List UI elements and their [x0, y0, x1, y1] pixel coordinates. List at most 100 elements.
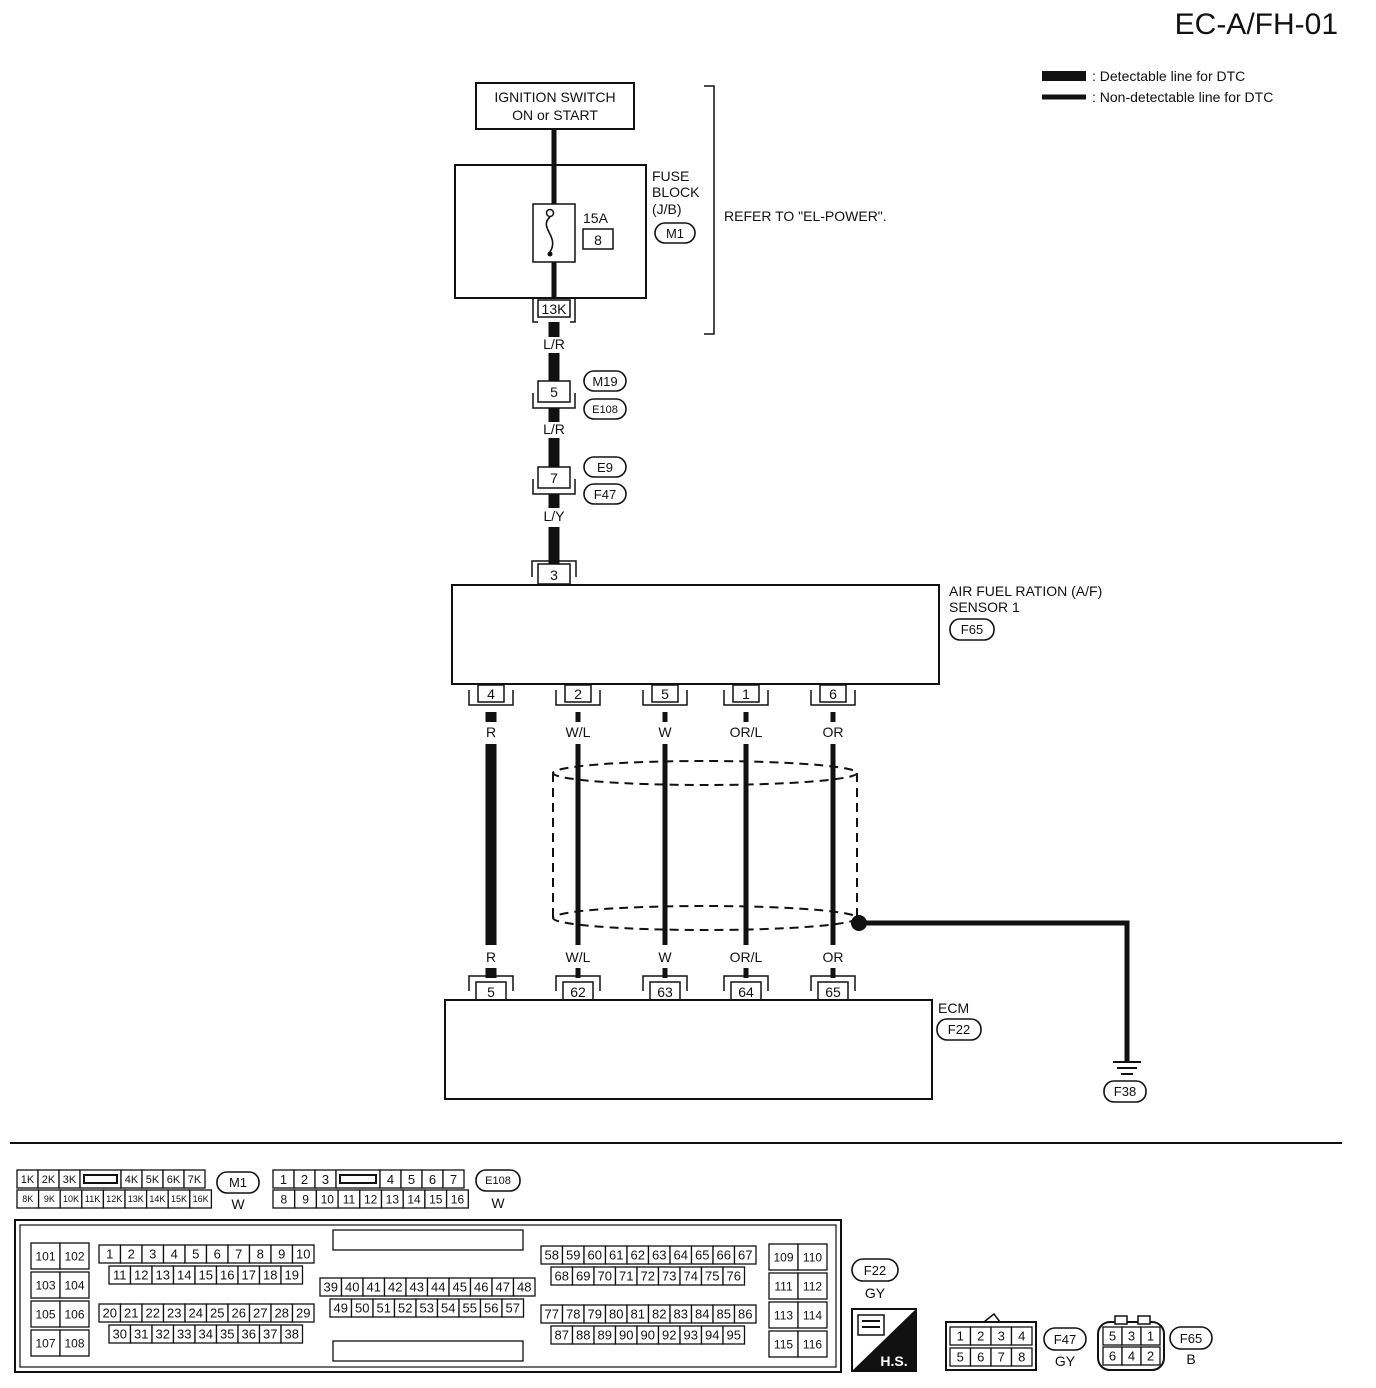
f22-pin: 93 [684, 1328, 698, 1343]
m1-pin: 6K [167, 1174, 181, 1186]
m1-pin: 1K [21, 1174, 35, 1186]
connector-m1-id: M1 W [216, 1171, 260, 1212]
f22-pin: 110 [803, 1250, 822, 1264]
f22-pin: 10 [296, 1247, 310, 1262]
m1-latch [83, 1174, 118, 1184]
svg-text:F47: F47 [1054, 1332, 1076, 1347]
shield-ground: F38 [851, 915, 1147, 1103]
wire-color-bottom: R [486, 949, 496, 965]
f22-pin: 66 [717, 1248, 731, 1263]
f47-cell [1010, 1347, 1033, 1367]
m1-pin: 9K [44, 1194, 55, 1204]
f22-pin: 68 [555, 1269, 569, 1284]
f22-pin: 107 [35, 1336, 55, 1350]
fuse-block-connector: M1 [666, 226, 684, 241]
e108-cell [442, 1169, 465, 1189]
connector-f47-color: GY [1055, 1353, 1076, 1369]
e108-pin: 15 [429, 1192, 443, 1206]
joint2-conn-b: F47 [594, 487, 616, 502]
f22-pin: 20 [103, 1306, 117, 1321]
sensor-pin-5 [651, 684, 679, 703]
sensor-top-pin: 3 [531, 560, 577, 585]
f22-pin: 33 [177, 1327, 191, 1342]
wire-color-top: OR/L [730, 724, 763, 740]
f22-pin: 113 [774, 1308, 793, 1322]
f22-pin: 9 [278, 1247, 285, 1262]
sensor-line2: SENSOR 1 [949, 599, 1020, 615]
sensor-pin-label: 6 [829, 686, 837, 702]
f22-pin: 81 [631, 1307, 645, 1322]
m1-pin: 13K [128, 1194, 144, 1204]
e108-pin: 3 [322, 1172, 329, 1187]
f22-cell [30, 1329, 61, 1357]
f22-pin: 102 [64, 1249, 84, 1263]
f22-pin: 69 [576, 1269, 590, 1284]
f22-pin: 38 [285, 1327, 299, 1342]
f65-cell [1140, 1346, 1161, 1366]
fuse-block: 15A 8 FUSE BLOCK (J/B) M1 [454, 164, 700, 299]
f22-pin: 26 [232, 1306, 246, 1321]
f22-pin: 70 [598, 1269, 612, 1284]
fuse-block-label3: (J/B) [652, 201, 682, 217]
wire-color-top: R [486, 724, 496, 740]
f22-pin: 109 [773, 1250, 793, 1264]
f22-cell [768, 1330, 799, 1358]
sensor-pin-1 [732, 684, 760, 703]
f47-pin: 2 [977, 1329, 984, 1344]
f22-pin: 54 [441, 1301, 455, 1316]
page-id: EC-A/FH-01 [1175, 8, 1338, 41]
ignition-line2: ON or START [512, 107, 598, 123]
f22-pin: 39 [324, 1280, 338, 1295]
e108-pin: 2 [301, 1172, 308, 1187]
e108-pin: 6 [429, 1172, 436, 1187]
f22-pin: 60 [588, 1248, 602, 1263]
f22-pin: 114 [803, 1308, 822, 1322]
fuse-element [545, 216, 554, 253]
f22-pin: 31 [134, 1327, 148, 1342]
f22-pin: 49 [334, 1301, 348, 1316]
f22-cell [59, 1329, 90, 1357]
connector-f47-id: F47 GY [1043, 1327, 1087, 1369]
f22-pin: 85 [717, 1307, 731, 1322]
e108-pin: 1 [280, 1172, 287, 1187]
f22-pin: 63 [652, 1248, 666, 1263]
signal-wires: 4RR5A/FSHF2W/LW/L62A/FIAF5WW63A/FVMF1OR/… [466, 684, 856, 1022]
f22-pin: 78 [566, 1307, 580, 1322]
wire-color-2: L/R [543, 421, 565, 437]
e108-pin: 12 [364, 1192, 378, 1206]
e108-pin: 10 [321, 1192, 335, 1206]
f22-cell [797, 1330, 828, 1358]
f22-cell [797, 1272, 828, 1300]
wire-color-top: W [658, 724, 672, 740]
f22-pin: 12 [134, 1268, 148, 1283]
wire-color-bottom: OR/L [730, 949, 763, 965]
f47-pin: 1 [957, 1329, 964, 1344]
f22-pin: 101 [35, 1249, 55, 1263]
fuse-terminal-13k: 13K [532, 298, 576, 323]
f22-pin: 44 [431, 1280, 445, 1295]
f47-pin: 6 [977, 1350, 984, 1365]
sensor-pin-4 [477, 684, 505, 703]
f22-pin: 25 [210, 1306, 224, 1321]
f65-pin: 5 [1109, 1329, 1116, 1344]
svg-text:F65: F65 [1180, 1331, 1202, 1346]
f22-pin: 52 [398, 1301, 412, 1316]
sensor-pin-2 [564, 684, 592, 703]
f22-cell [768, 1301, 799, 1329]
f47-pin: 5 [957, 1350, 964, 1365]
signal-2: 2W/LW/L62A/FIAF [555, 684, 601, 1022]
f22-pin: 27 [253, 1306, 267, 1321]
fuse-block-label1: FUSE [652, 168, 689, 184]
f65-cell [1140, 1326, 1161, 1346]
f22-pin: 106 [64, 1307, 84, 1321]
f47-cell [1010, 1326, 1033, 1346]
f22-pin: 94 [705, 1328, 719, 1343]
f22-pin: 17 [242, 1268, 256, 1283]
f22-pin: 61 [609, 1248, 623, 1263]
f22-pin: 77 [545, 1307, 559, 1322]
ecm-pin-label: 64 [738, 984, 754, 1000]
f22-pin: 72 [641, 1269, 655, 1284]
wire-color-bottom: OR [823, 949, 844, 965]
